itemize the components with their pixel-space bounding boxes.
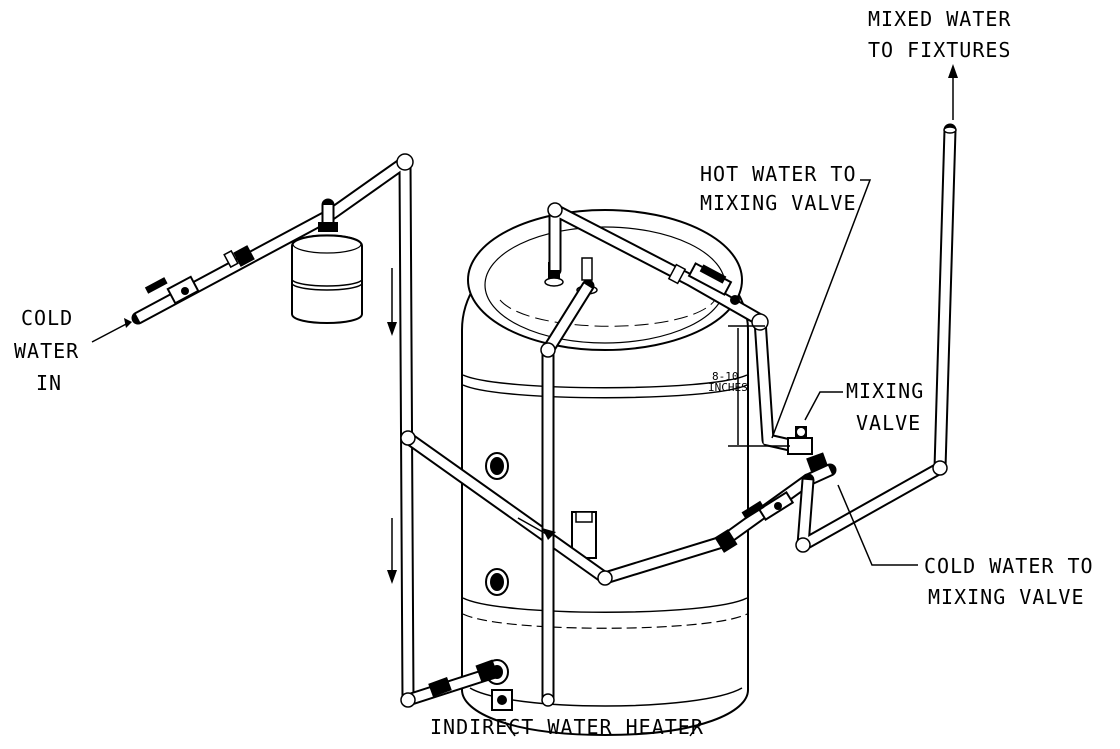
pipe-elbows: [396, 126, 957, 708]
tank-port-upper: [485, 452, 509, 480]
label-mixing-valve-line1: MIXING: [846, 379, 924, 403]
diagram-caption: INDIRECT WATER HEATER: [430, 715, 704, 739]
drain-valve: [428, 659, 513, 711]
cold-branch-union: [714, 529, 738, 553]
piping: [131, 123, 957, 707]
label-cold-in-line1: COLD: [21, 306, 73, 330]
label-mixed-water: MIXED WATER TO FIXTURES: [868, 7, 1011, 62]
label-mixed-water-line2: TO FIXTURES: [868, 38, 1011, 62]
expansion-tank: [291, 222, 363, 324]
label-cold-in-line2: WATER: [14, 339, 79, 363]
leader-lines: [91, 179, 918, 566]
label-dimension-line1: 8-10: [712, 370, 739, 383]
tank-port-lower: [485, 568, 509, 596]
label-cold-water-in: COLD WATER IN: [14, 306, 79, 395]
mixing-valve: [787, 426, 828, 472]
label-mixing-valve-line2: VALVE: [856, 411, 921, 435]
label-dimension-line2: INCHES: [708, 381, 748, 394]
water-heater-tank: [461, 209, 749, 737]
label-hot-water-line1: HOT WATER TO: [700, 162, 857, 186]
label-mixing-valve: MIXING VALVE: [846, 379, 924, 435]
label-cold-to-mix-line1: COLD WATER TO: [924, 554, 1094, 578]
flow-arrows: [387, 64, 958, 584]
cold-inlet-ball-valve: [144, 275, 200, 305]
label-cold-to-mixing: COLD WATER TO MIXING VALVE: [924, 554, 1094, 609]
label-mixed-water-line1: MIXED WATER: [868, 7, 1011, 31]
hot-outlet-ball-valve: [667, 262, 740, 305]
label-hot-water-line2: MIXING VALVE: [700, 191, 857, 215]
label-dimension: 8-10 INCHES: [708, 370, 748, 394]
label-cold-to-mix-line2: MIXING VALVE: [928, 585, 1085, 609]
label-hot-water: HOT WATER TO MIXING VALVE: [700, 162, 857, 215]
cold-branch-ball-valve: [741, 491, 795, 521]
cold-inlet-union: [223, 245, 255, 269]
label-cold-in-line3: IN: [36, 371, 62, 395]
